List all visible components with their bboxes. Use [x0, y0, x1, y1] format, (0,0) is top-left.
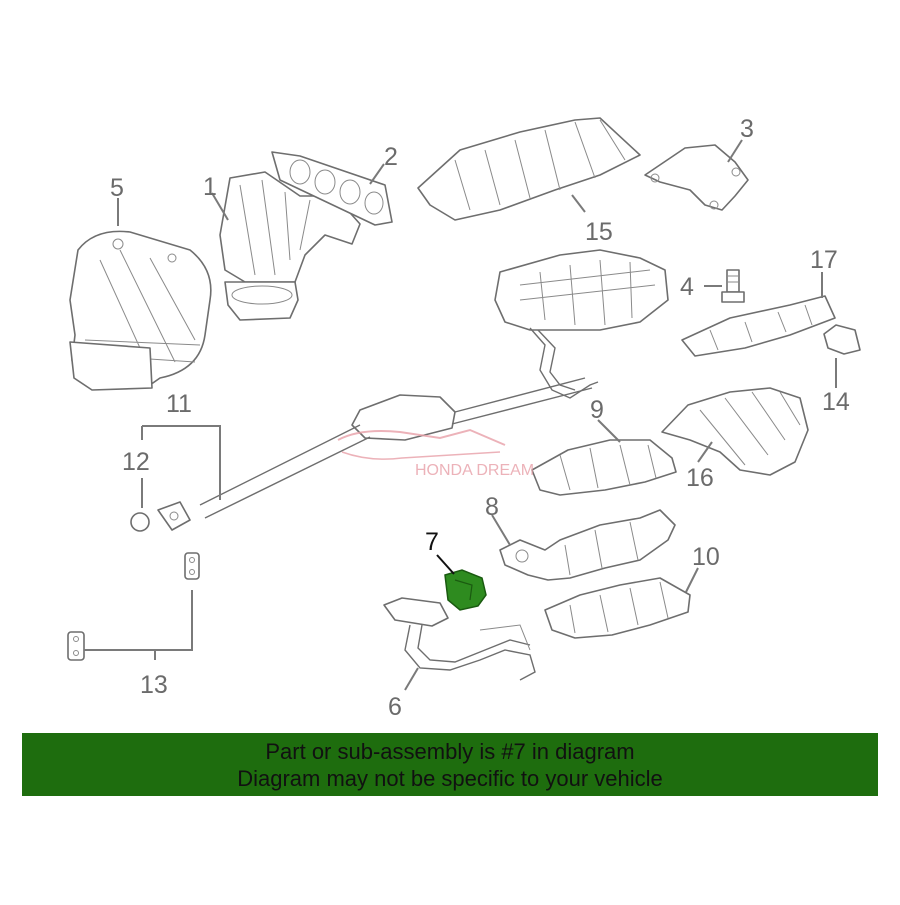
banner-line-2: Diagram may not be specific to your vehi…: [237, 766, 663, 791]
callout-1: 1: [203, 173, 217, 201]
part-10-converter: [544, 577, 691, 639]
callout-3: 3: [740, 115, 754, 143]
callout-8: 8: [485, 493, 499, 521]
callout-17: 17: [810, 246, 838, 274]
part-13-hangers: [67, 552, 200, 661]
info-banner: Part or sub-assembly is #7 in diagram Di…: [22, 733, 878, 796]
callout-leaders: [84, 139, 837, 691]
callout-6: 6: [388, 693, 402, 721]
part-2-manifold-gasket: [271, 151, 393, 226]
callout-10: 10: [692, 543, 720, 571]
callout-13: 13: [140, 671, 168, 699]
callout-12: 12: [122, 448, 150, 476]
callout-2: 2: [384, 143, 398, 171]
watermark: HONDA DREAM: [337, 428, 534, 479]
callout-5: 5: [110, 174, 124, 202]
callout-9: 9: [590, 396, 604, 424]
part-9-heat-shield: [531, 439, 677, 496]
part-14-rubber-mount: [823, 324, 861, 355]
part-5-heat-shield: [69, 230, 212, 391]
part-12-ring: [130, 512, 150, 532]
callout-11: 11: [166, 390, 192, 418]
muffler-assembly: [157, 249, 669, 531]
callout-16: 16: [686, 464, 714, 492]
callout-14: 14: [822, 388, 850, 416]
part-3-bracket: [644, 144, 749, 211]
callout-15: 15: [585, 218, 613, 246]
part-7-highlighted: [444, 569, 487, 611]
watermark-text: HONDA DREAM: [415, 462, 534, 479]
part-8-catalytic-converter: [499, 509, 676, 581]
part-17-heat-shield: [681, 295, 836, 357]
callout-7: 7: [425, 528, 439, 556]
callout-numbers: 1 2 3 4 5 6 7 8 9 10 11 12 13 14 15 16 1…: [110, 115, 850, 721]
part-6-front-pipe: [383, 597, 536, 681]
callout-4: 4: [680, 273, 694, 301]
banner-line-1: Part or sub-assembly is #7 in diagram: [265, 739, 635, 764]
part-4-bolt: [721, 269, 745, 303]
part-15-heat-shield: [417, 117, 641, 221]
part-16-heat-shield: [661, 387, 809, 476]
